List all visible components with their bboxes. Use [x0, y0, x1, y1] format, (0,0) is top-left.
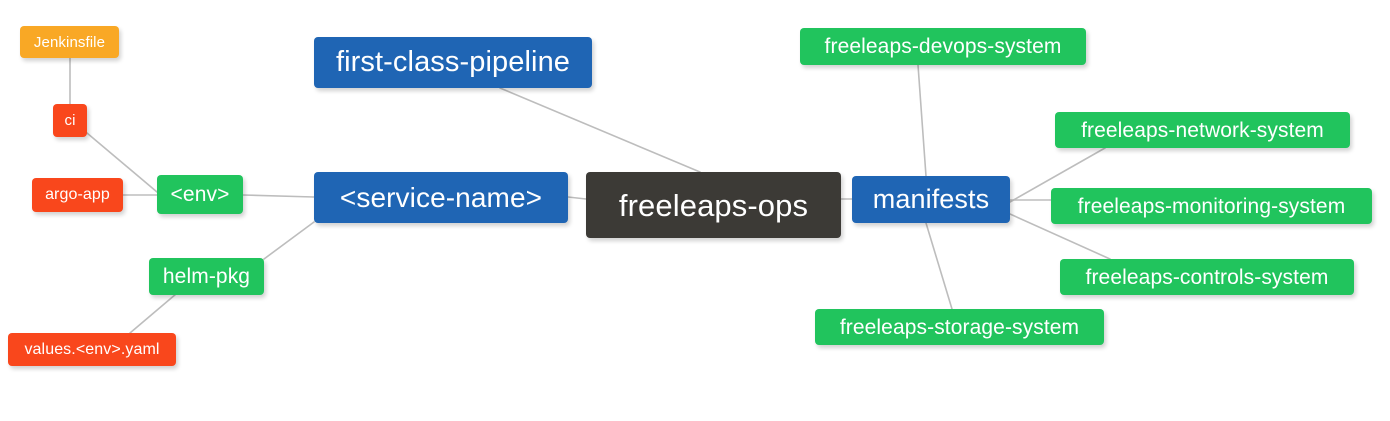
mindmap-node-freeleaps-devops-system[interactable]: freeleaps-devops-system	[800, 28, 1086, 65]
edge-service-name-to-helm-pkg	[263, 221, 315, 260]
mindmap-node-freeleaps-controls-system[interactable]: freeleaps-controls-system	[1060, 259, 1354, 295]
mindmap-node-manifests[interactable]: manifests	[852, 176, 1010, 223]
mindmap-node-service-name[interactable]: <service-name>	[314, 172, 568, 223]
mindmap-node-helm-pkg[interactable]: helm-pkg	[149, 258, 264, 295]
mindmap-node-freeleaps-network-system[interactable]: freeleaps-network-system	[1055, 112, 1350, 148]
node-label: freeleaps-network-system	[1081, 118, 1324, 142]
node-label: argo-app	[45, 186, 110, 203]
node-label: freeleaps-ops	[618, 187, 809, 223]
node-label: freeleaps-monitoring-system	[1077, 194, 1346, 218]
mindmap-node-freeleaps-monitoring-system[interactable]: freeleaps-monitoring-system	[1051, 188, 1372, 224]
mindmap-node-freeleaps-storage-system[interactable]: freeleaps-storage-system	[815, 309, 1104, 345]
edge-manifests-to-freeleaps-devops-system	[917, 64, 927, 177]
node-label: freeleaps-controls-system	[1085, 265, 1329, 289]
node-label: values.<env>.yaml	[24, 340, 160, 358]
node-label: ci	[64, 112, 76, 129]
edge-manifests-to-freeleaps-storage-system	[925, 222, 953, 310]
node-label: manifests	[872, 184, 990, 214]
edge-service-name-to-freeleaps-ops	[567, 196, 587, 200]
node-label: helm-pkg	[162, 265, 251, 288]
node-label: first-class-pipeline	[335, 46, 571, 78]
node-label: freeleaps-devops-system	[824, 35, 1062, 58]
edge-first-class-pipeline-to-freeleaps-ops	[499, 87, 701, 173]
mindmap-node-first-class-pipeline[interactable]: first-class-pipeline	[314, 37, 592, 88]
mindmap-node-freeleaps-ops[interactable]: freeleaps-ops	[586, 172, 841, 238]
node-label: freeleaps-storage-system	[839, 315, 1080, 339]
node-label: Jenkinsfile	[33, 33, 106, 51]
mindmap-node-ci[interactable]: ci	[53, 104, 87, 137]
mindmap-node-jenkinsfile[interactable]: Jenkinsfile	[20, 26, 119, 58]
node-label: <service-name>	[339, 181, 543, 213]
node-label: <env>	[170, 183, 230, 206]
edge-env-to-service-name	[242, 194, 315, 198]
edge-helm-pkg-to-values-env-yaml	[129, 293, 177, 334]
mindmap-node-values-env-yaml[interactable]: values.<env>.yaml	[8, 333, 176, 366]
mindmap-node-argo-app[interactable]: argo-app	[32, 178, 123, 212]
mindmap-node-env[interactable]: <env>	[157, 175, 243, 214]
